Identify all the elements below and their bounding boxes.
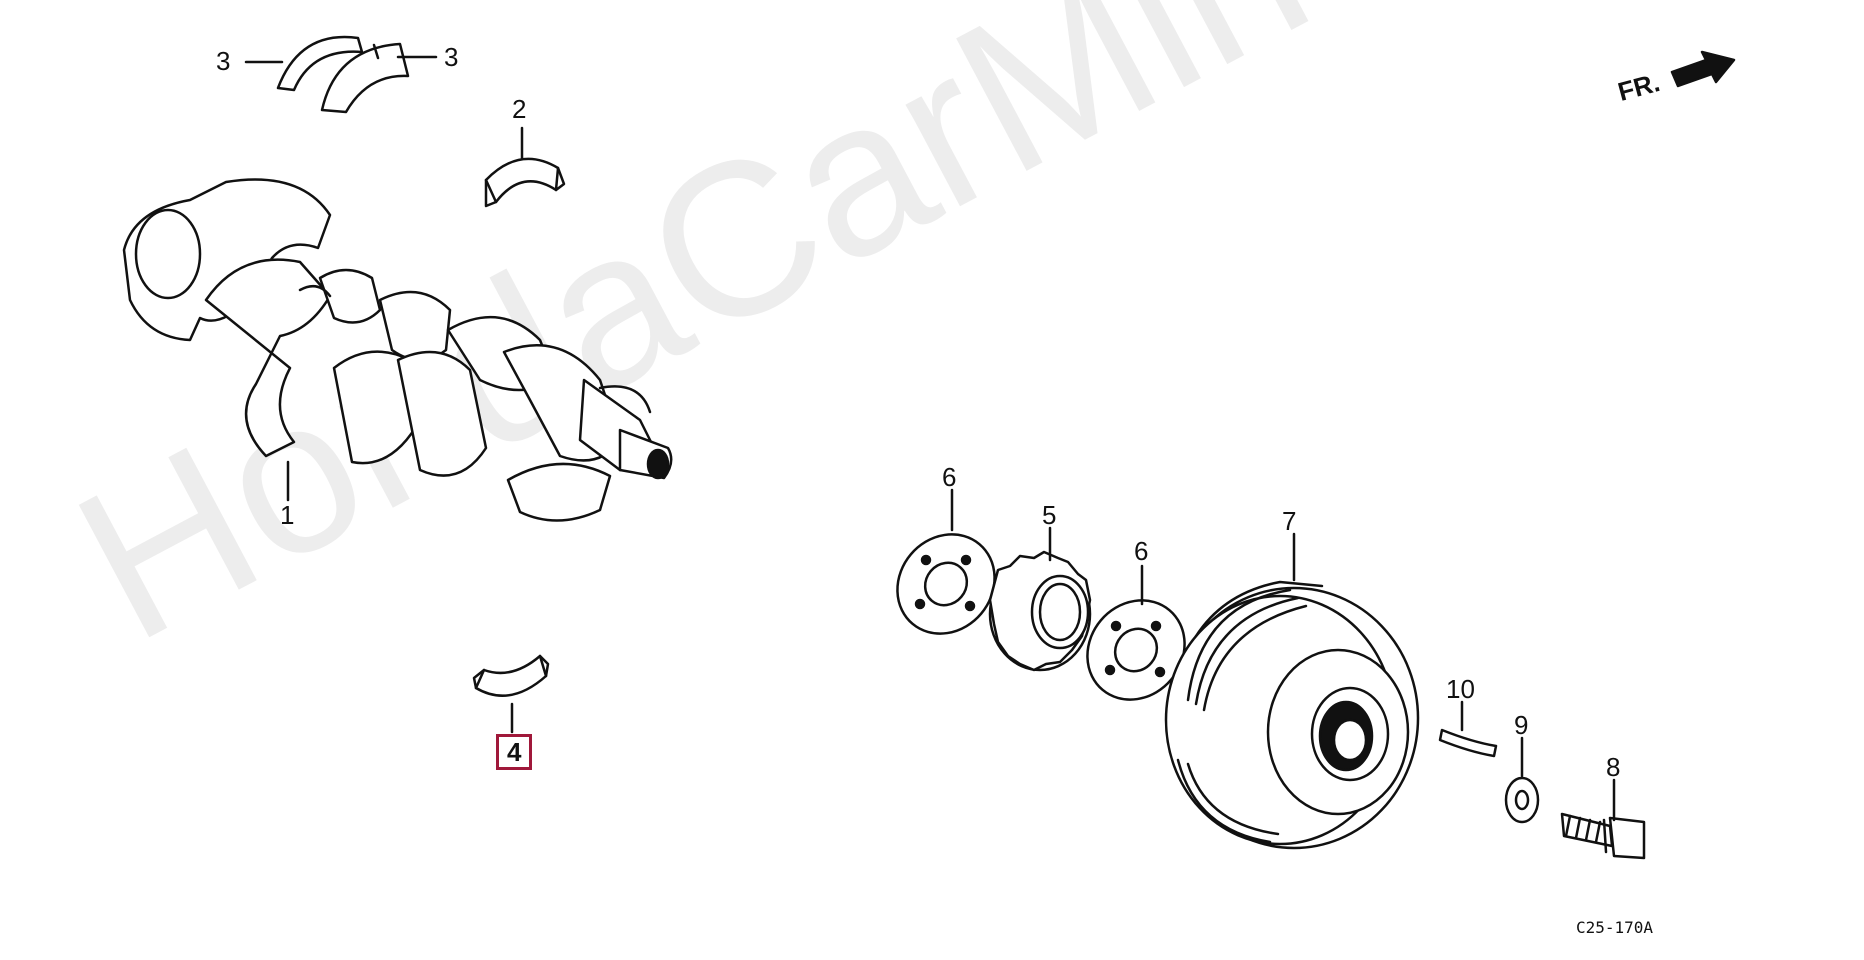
timing-gear[interactable] (988, 550, 1092, 672)
thrust-washer-right[interactable] (320, 42, 410, 114)
diagram-code: C25-170A (1576, 918, 1654, 937)
front-arrow-icon (1670, 50, 1736, 88)
callout-6-right[interactable]: 6 (1134, 536, 1149, 566)
callout-6-left[interactable]: 6 (942, 462, 957, 492)
callout-1[interactable]: 1 (280, 500, 295, 530)
pulley-bolt[interactable] (1560, 812, 1646, 860)
callout-3-left[interactable]: 3 (216, 46, 231, 76)
woodruff-key[interactable] (1438, 728, 1498, 758)
callout-9[interactable]: 9 (1514, 710, 1529, 740)
callout-8[interactable]: 8 (1606, 752, 1621, 782)
callout-4[interactable]: 4 (496, 734, 533, 770)
timing-washer-right[interactable] (1067, 581, 1204, 720)
thrust-washer-left[interactable] (276, 35, 364, 92)
crankshaft[interactable] (122, 178, 673, 522)
callout-7[interactable]: 7 (1282, 506, 1297, 536)
callout-2[interactable]: 2 (512, 94, 527, 124)
callout-5[interactable]: 5 (1042, 500, 1057, 530)
upper-bearing[interactable] (484, 157, 566, 208)
callout-10[interactable]: 10 (1446, 674, 1475, 704)
callout-3-right[interactable]: 3 (444, 42, 459, 72)
timing-washer-left[interactable] (877, 515, 1014, 654)
pulley-washer[interactable] (1504, 776, 1540, 824)
crank-pulley[interactable] (1164, 580, 1420, 850)
lower-bearing[interactable] (472, 654, 550, 697)
